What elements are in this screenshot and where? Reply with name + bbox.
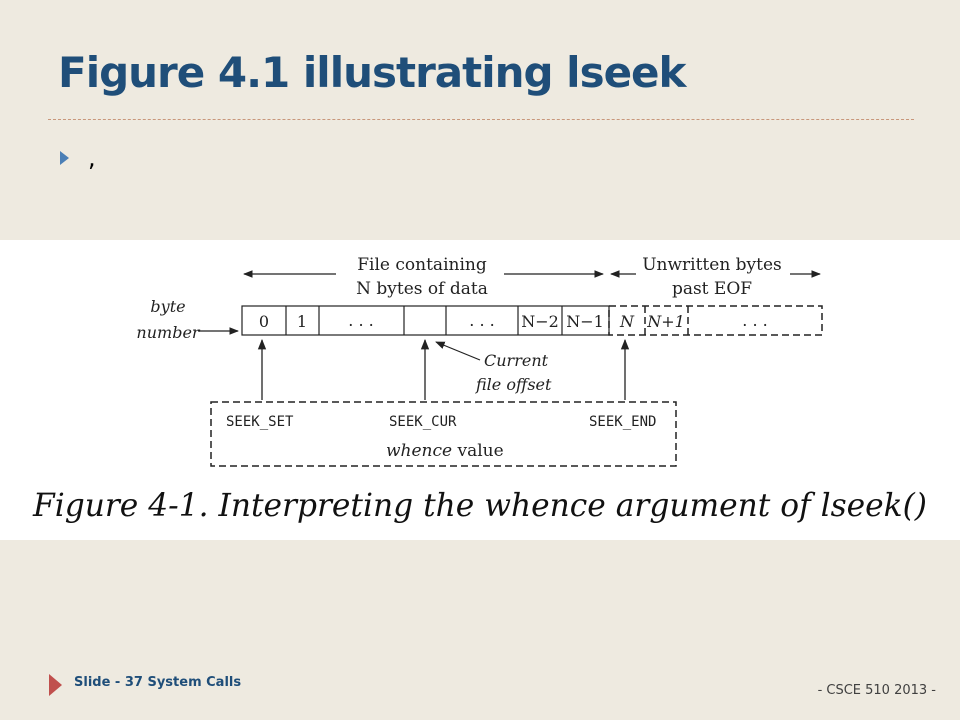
byte-cell-n-minus-1: N−1 (566, 312, 604, 331)
byte-cell-0: 0 (259, 312, 269, 331)
current-offset-label-line1: Current (484, 351, 549, 370)
bullet-text: , (88, 144, 96, 172)
file-byte-cells (241, 305, 610, 336)
lseek-figure-image: File containing N bytes of data Unwritte… (0, 240, 960, 540)
slide-title: Figure 4.1 illustrating lseek (58, 48, 686, 97)
byte-cell-1: 1 (297, 312, 307, 331)
byte-cell-n: N (619, 312, 635, 331)
title-divider (48, 119, 914, 120)
footer-triangle-icon (49, 674, 62, 696)
current-offset-label-line2: file offset (475, 375, 552, 394)
current-offset-arrow (435, 341, 481, 361)
footer-course-label: - CSCE 510 2013 - (817, 683, 936, 698)
figure-caption: Figure 4-1. Interpreting the whence argu… (32, 486, 927, 524)
whence-seek-cur: SEEK_CUR (389, 414, 457, 430)
unwritten-byte-cells (608, 305, 823, 336)
unwritten-header-line1: Unwritten bytes (642, 255, 782, 275)
whence-value-label: whence value (386, 441, 504, 461)
whence-seek-end: SEEK_END (589, 414, 656, 430)
byte-cell-ellipsis-2: . . . (469, 311, 494, 330)
whence-seek-set: SEEK_SET (226, 414, 294, 430)
byte-number-label-line1: byte (150, 297, 185, 316)
unwritten-header-line2: past EOF (672, 279, 752, 299)
byte-cell-n-minus-2: N−2 (521, 312, 559, 331)
lseek-diagram: File containing N bytes of data Unwritte… (32, 255, 927, 524)
footer-slide-label: Slide - 37 System Calls (74, 675, 242, 690)
byte-cell-ellipsis-1: . . . (348, 311, 373, 330)
file-header-line2: N bytes of data (356, 279, 488, 299)
triangle-bullet-icon (60, 151, 69, 165)
byte-cell-ellipsis-3: . . . (742, 311, 767, 330)
byte-number-label-line2: number (136, 323, 200, 342)
file-header-line1: File containing (357, 255, 487, 275)
whence-box (210, 401, 677, 467)
byte-cell-n-plus-1: N+1 (646, 312, 685, 331)
